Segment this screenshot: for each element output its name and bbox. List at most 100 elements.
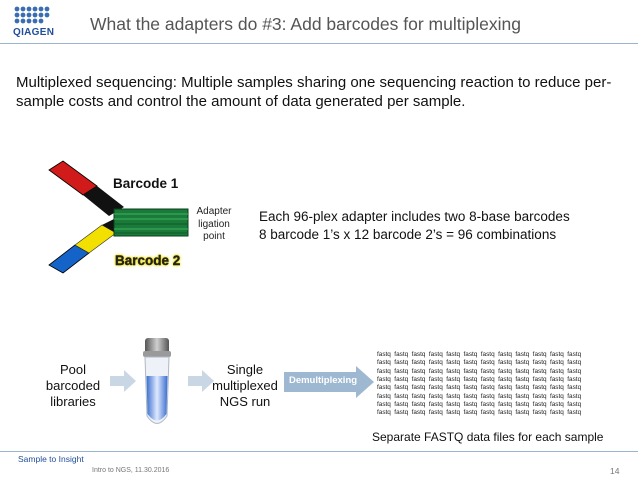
footer-tagline: Sample to Insight: [18, 454, 84, 464]
fastq-file-label: fastq: [498, 384, 512, 392]
fastq-file-label: fastq: [394, 384, 409, 392]
fastq-file-label: fastq: [532, 376, 547, 384]
fastq-file-label: fastq: [428, 351, 443, 358]
fastq-file-label: fastq: [480, 384, 495, 392]
fastq-file-label: fastq: [463, 392, 478, 400]
fastq-file-label: fastq: [428, 392, 443, 400]
fastq-file-label: fastq: [463, 351, 478, 358]
fastq-file-label: fastq: [377, 359, 391, 367]
fastq-file-label: fastq: [480, 351, 495, 358]
fastq-file-label: fastq: [463, 401, 478, 409]
fastq-file-label: fastq: [411, 367, 426, 375]
qiagen-logo-icon: [14, 6, 50, 24]
adapter-stem: [113, 208, 189, 237]
fastq-file-label: fastq: [411, 351, 426, 358]
fastq-file-label: fastq: [446, 351, 461, 358]
fastq-file-label: fastq: [394, 401, 409, 409]
demultiplexing-label: Demultiplexing: [288, 375, 358, 386]
adapter-diagram: [48, 160, 189, 274]
fastq-file-label: fastq: [567, 401, 582, 409]
fastq-file-label: fastq: [463, 384, 478, 392]
fastq-file-label: fastq: [498, 351, 512, 358]
fastq-file-label: fastq: [515, 392, 530, 400]
fastq-file-label: fastq: [446, 367, 461, 375]
fastq-file-label: fastq: [480, 367, 495, 375]
fastq-file-label: fastq: [532, 351, 547, 358]
fastq-file-label: fastq: [411, 392, 426, 400]
fastq-file-label: fastq: [532, 367, 547, 375]
fastq-file-label: fastq: [394, 376, 409, 384]
fastq-file-label: fastq: [567, 359, 582, 367]
fastq-file-label: fastq: [480, 409, 495, 417]
logo-text: QIAGEN: [13, 27, 55, 38]
fastq-file-label: fastq: [567, 392, 582, 400]
fastq-file-label: fastq: [446, 359, 461, 367]
fastq-file-label: fastq: [377, 384, 391, 392]
fastq-file-label: fastq: [377, 351, 391, 358]
header-divider: [0, 43, 638, 44]
page-number: 14: [610, 466, 620, 476]
fastq-file-label: fastq: [411, 384, 426, 392]
fastq-file-label: fastq: [515, 359, 530, 367]
fastq-file-label: fastq: [394, 367, 409, 375]
ligation-point-label: Adapter ligation point: [196, 206, 232, 242]
fastq-file-label: fastq: [446, 401, 461, 409]
fastq-file-label: fastq: [480, 401, 495, 409]
fastq-file-label: fastq: [515, 409, 530, 417]
fastq-file-label: fastq: [549, 359, 564, 367]
fastq-file-label: fastq: [411, 409, 426, 417]
page-title: What the adapters do #3: Add barcodes fo…: [90, 14, 521, 34]
fastq-file-label: fastq: [463, 409, 478, 417]
fastq-file-label: fastq: [549, 351, 564, 358]
footer-info: Intro to NGS, 11.30.2016: [92, 467, 170, 474]
adapter-description-line2: 8 barcode 1’s x 12 barcode 2’s = 96 comb…: [259, 227, 557, 242]
fastq-file-label: fastq: [394, 351, 409, 358]
fastq-file-label: fastq: [480, 359, 495, 367]
fastq-file-label: fastq: [515, 401, 530, 409]
fastq-file-label: fastq: [498, 376, 512, 384]
fastq-file-label: fastq: [394, 392, 409, 400]
fastq-file-label: fastq: [411, 376, 426, 384]
pool-libraries-label: Pool barcoded libraries: [45, 362, 101, 409]
fastq-file-label: fastq: [532, 392, 547, 400]
barcode1-label: Barcode 1: [113, 176, 179, 191]
fastq-file-label: fastq: [463, 367, 478, 375]
fastq-file-label: fastq: [567, 376, 582, 384]
fastq-file-label: fastq: [567, 367, 582, 375]
fastq-file-label: fastq: [428, 359, 443, 367]
fastq-file-label: fastq: [480, 376, 495, 384]
fastq-file-label: fastq: [463, 359, 478, 367]
fastq-file-label: fastq: [549, 376, 564, 384]
fastq-file-label: fastq: [515, 376, 530, 384]
fastq-file-label: fastq: [515, 384, 530, 392]
footer-divider: [0, 451, 638, 452]
adapter-description-line1: Each 96-plex adapter includes two 8-base…: [259, 209, 570, 224]
fastq-file-label: fastq: [532, 401, 547, 409]
fastq-file-label: fastq: [377, 409, 391, 417]
single-run-label: Single multiplexed NGS run: [212, 362, 278, 409]
fastq-file-label: fastq: [394, 359, 409, 367]
fastq-file-label: fastq: [411, 401, 426, 409]
fastq-file-label: fastq: [532, 409, 547, 417]
fastq-file-label: fastq: [446, 376, 461, 384]
fastq-file-label: fastq: [446, 384, 461, 392]
fastq-file-label: fastq: [498, 401, 512, 409]
sample-tube-icon: [143, 338, 171, 424]
fastq-file-label: fastq: [498, 367, 512, 375]
fastq-file-label: fastq: [532, 384, 547, 392]
barcode2-label: Barcode 2: [115, 253, 181, 268]
arrow-right-icon: [110, 370, 136, 392]
fastq-file-label: fastq: [377, 367, 391, 375]
fastq-file-label: fastq: [428, 384, 443, 392]
demultiplexing-arrow-icon: [284, 366, 374, 398]
fastq-file-label: fastq: [446, 409, 461, 417]
fastq-file-label: fastq: [377, 376, 391, 384]
fastq-file-label: fastq: [498, 359, 512, 367]
fastq-file-label: fastq: [428, 401, 443, 409]
